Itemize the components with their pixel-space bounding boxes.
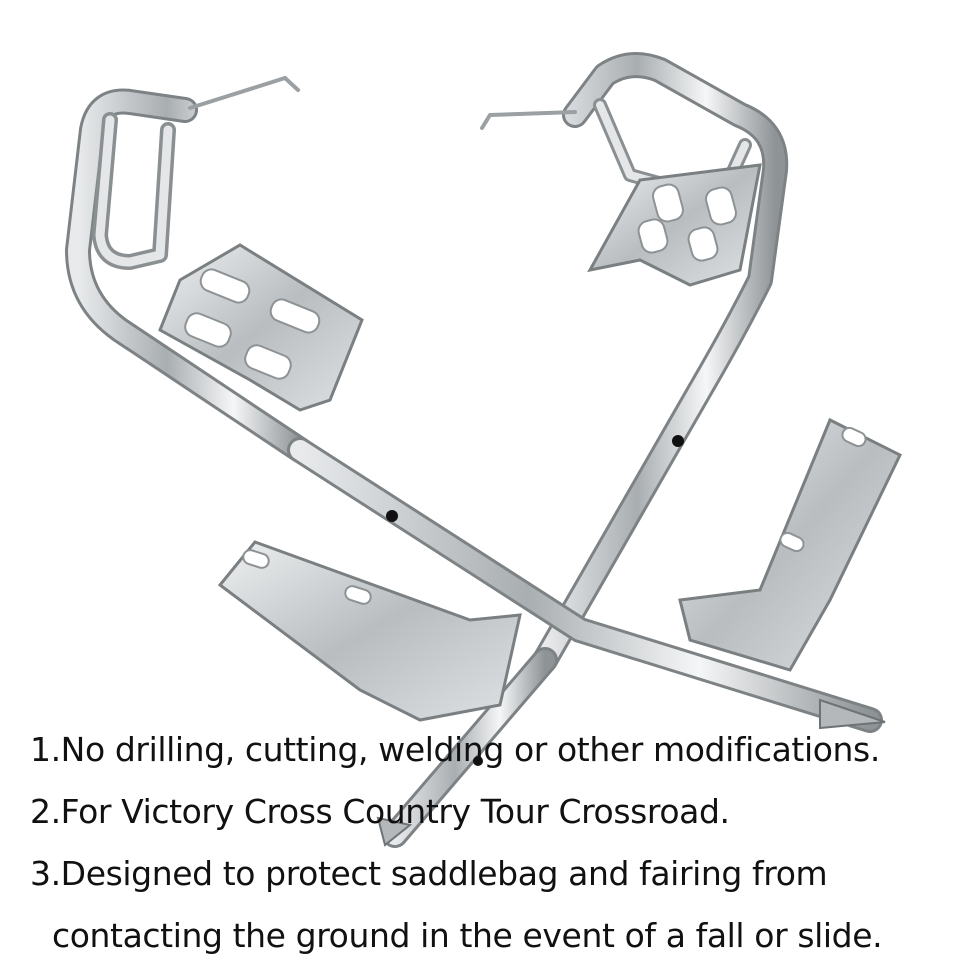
bottom-left-bracket (217, 540, 522, 722)
left-mounting-plate (158, 243, 364, 412)
bar-hole (672, 435, 684, 447)
bar-hole (386, 510, 398, 522)
right-mounting-plate (587, 163, 762, 287)
right-bar-tip (819, 698, 886, 730)
bar-hole (473, 756, 483, 766)
right-guard-loop (480, 52, 789, 673)
bottom-right-bracket (678, 417, 902, 672)
lower-cross-bars (287, 437, 883, 848)
left-guard-loop (65, 76, 313, 463)
left-bar-tip (376, 816, 413, 847)
